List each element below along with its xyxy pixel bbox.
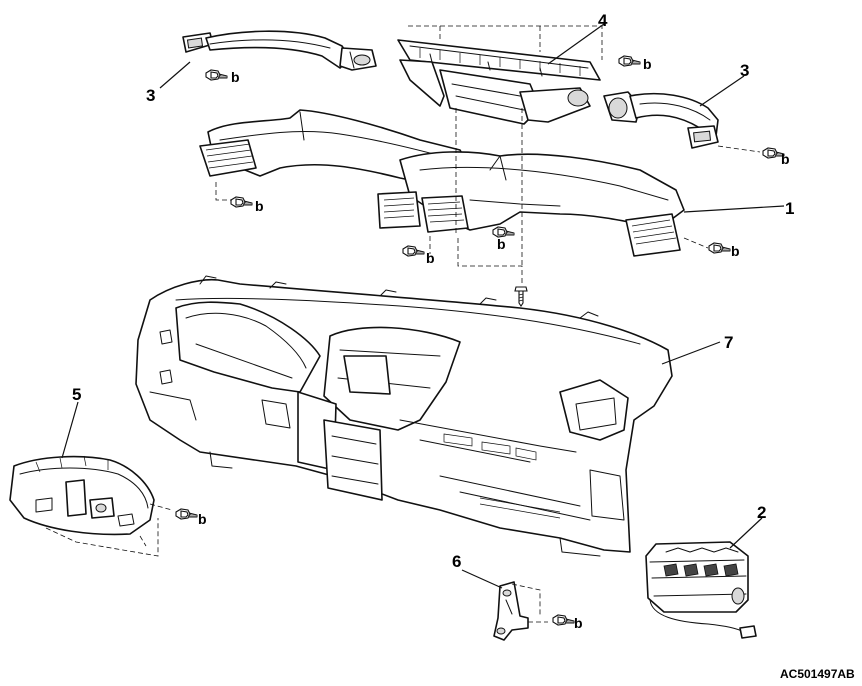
callout-1: 1: [785, 199, 794, 218]
callout-4: 4: [598, 11, 608, 30]
screw-icon: [618, 55, 641, 67]
figure-code: AC501497AB: [780, 667, 855, 681]
fastener-label: b: [255, 198, 264, 214]
callout-3-left: 3: [146, 86, 155, 105]
screw-icon: [175, 508, 198, 520]
leader-line: [547, 23, 605, 65]
leader-line: [699, 75, 745, 107]
screw-icon: [514, 286, 528, 307]
fastener-label: b: [643, 56, 652, 72]
screw-icon: [708, 242, 731, 254]
fastener-label: b: [574, 615, 583, 631]
callout-5: 5: [72, 385, 81, 404]
fastener-label: b: [198, 511, 207, 527]
fastener-label: b: [781, 151, 790, 167]
screw-icon: [205, 69, 228, 81]
callout-3-right: 3: [740, 61, 749, 80]
callout-2: 2: [757, 503, 766, 522]
airbag-module: [645, 541, 757, 639]
leader-line: [661, 341, 721, 365]
fastener-label: b: [731, 243, 740, 259]
instrument-panel: [135, 275, 673, 557]
cluster-bezel: [9, 455, 155, 536]
fastener-label: b: [231, 69, 240, 85]
callout-7: 7: [724, 333, 733, 352]
side-duct-left: [182, 30, 377, 71]
side-duct-right: [603, 91, 719, 149]
center-duct: [199, 109, 685, 257]
callout-6: 6: [452, 552, 461, 571]
bracket: [493, 581, 529, 641]
leader-line: [729, 517, 763, 549]
leader-line: [461, 569, 503, 589]
screw-icon: [552, 614, 575, 626]
leader-line: [683, 205, 785, 213]
defroster-nozzle: [397, 39, 601, 125]
fastener-label: b: [497, 236, 506, 252]
fastener-label: b: [426, 250, 435, 266]
screw-icon: [230, 196, 253, 208]
leader-line: [61, 401, 79, 459]
leader-line: [159, 61, 191, 89]
screw-icon: [402, 245, 425, 257]
